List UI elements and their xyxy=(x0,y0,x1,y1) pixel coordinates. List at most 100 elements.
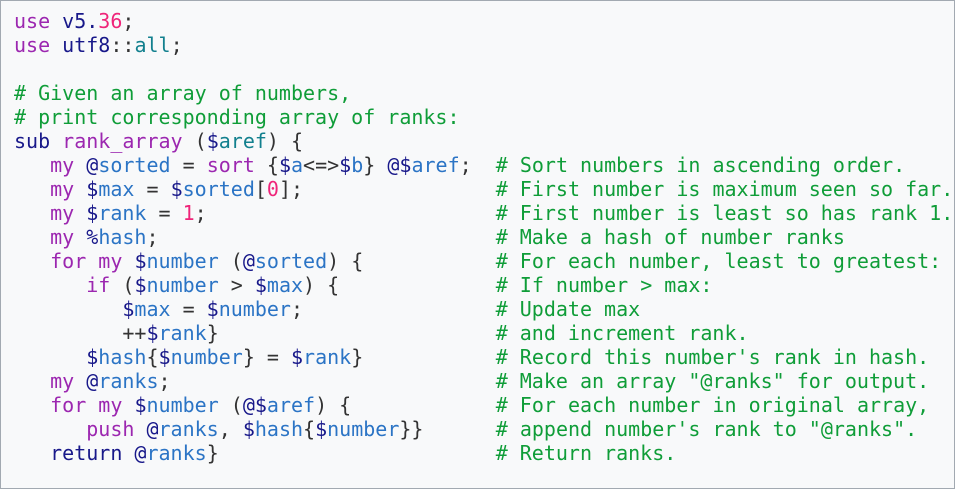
code-token: ; xyxy=(170,33,183,57)
code-token: hash xyxy=(98,225,147,249)
code-token xyxy=(14,177,50,201)
code-token: # Make a hash of number ranks xyxy=(495,225,845,249)
code-token: number xyxy=(146,273,219,297)
code-token: $ xyxy=(278,153,291,177)
code-token xyxy=(303,297,496,321)
code-token: # If number > max: xyxy=(495,273,713,297)
code-token: { xyxy=(146,345,159,369)
code-token: my xyxy=(98,393,123,417)
code-token: number xyxy=(146,249,219,273)
code-token xyxy=(14,345,86,369)
code-token: ( xyxy=(218,393,243,417)
code-token xyxy=(74,369,86,393)
code-token: # First number is maximum seen so far. xyxy=(495,177,954,201)
code-token: :: xyxy=(110,33,135,57)
code-token: 0 xyxy=(266,177,279,201)
code-token: @ xyxy=(134,441,147,465)
code-token: rank xyxy=(158,321,207,345)
code-token: @ xyxy=(242,249,255,273)
code-token: aref xyxy=(266,393,316,417)
code-line: # print corresponding array of ranks: xyxy=(14,105,954,129)
code-token: my xyxy=(50,225,75,249)
code-token: } = xyxy=(242,345,291,369)
code-token: $ xyxy=(206,129,219,153)
code-token xyxy=(14,417,86,441)
code-token xyxy=(122,393,134,417)
code-token: = xyxy=(170,297,207,321)
code-token xyxy=(50,33,62,57)
code-token xyxy=(74,177,86,201)
code-line: for my $number (@$aref) { # For each num… xyxy=(14,393,954,417)
code-token: ; xyxy=(291,177,304,201)
code-token: = xyxy=(170,153,207,177)
code-token: max xyxy=(98,177,135,201)
code-token: ] xyxy=(278,177,291,201)
code-token: $ xyxy=(254,273,267,297)
code-line: use utf8::all; xyxy=(14,33,954,57)
code-token: ( xyxy=(218,249,243,273)
code-token xyxy=(351,393,496,417)
code-token: push xyxy=(86,417,135,441)
code-token: @ xyxy=(86,369,99,393)
code-token: ; xyxy=(459,153,472,177)
code-token xyxy=(14,153,50,177)
code-token: $ xyxy=(158,345,171,369)
code-token xyxy=(14,369,50,393)
code-token: [ xyxy=(254,177,267,201)
code-token xyxy=(74,153,86,177)
code-token xyxy=(219,321,496,345)
code-token: hash xyxy=(98,345,147,369)
code-token: # Record this number's rank in hash. xyxy=(495,345,930,369)
code-token: # print corresponding array of ranks: xyxy=(14,105,460,129)
code-token: $ xyxy=(134,393,147,417)
code-token: my xyxy=(50,177,75,201)
code-token: # Given an array of numbers, xyxy=(14,81,352,105)
code-token: 36 xyxy=(98,9,123,33)
code-token: sorted xyxy=(182,177,255,201)
code-token: my xyxy=(50,201,75,225)
code-token: { xyxy=(254,153,279,177)
code-token: number xyxy=(170,345,243,369)
code-token: > xyxy=(218,273,255,297)
code-token: ) { xyxy=(315,393,352,417)
code-token: ( xyxy=(110,273,135,297)
code-token xyxy=(74,225,86,249)
code-token: sorted xyxy=(98,153,171,177)
code-token: ; xyxy=(158,369,171,393)
code-token: <=> xyxy=(303,153,340,177)
code-token: ++ xyxy=(122,321,147,345)
code-token xyxy=(472,153,496,177)
code-token: = xyxy=(146,201,183,225)
code-token: } xyxy=(206,321,219,345)
code-block: use v5.36;use utf8::all; # Given an arra… xyxy=(1,1,954,465)
code-token: max xyxy=(134,297,171,321)
code-token xyxy=(14,297,122,321)
code-token xyxy=(219,441,496,465)
code-token: ( xyxy=(182,129,207,153)
code-line: my $rank = 1; # First number is least so… xyxy=(14,201,954,225)
code-line: return @ranks} # Return ranks. xyxy=(14,441,954,465)
code-token: my xyxy=(50,153,75,177)
code-token: # and increment rank. xyxy=(495,321,749,345)
code-token xyxy=(14,441,50,465)
code-token xyxy=(50,9,62,33)
code-token xyxy=(134,417,146,441)
code-token: # Sort numbers in ascending order. xyxy=(495,153,906,177)
code-token: # append number's rank to "@ranks". xyxy=(495,417,918,441)
code-token: $ xyxy=(134,249,147,273)
code-line: sub rank_array ($aref) { xyxy=(14,129,954,153)
code-token: }} xyxy=(399,417,424,441)
code-token xyxy=(159,225,496,249)
code-token: $ xyxy=(339,153,352,177)
code-token xyxy=(122,441,134,465)
code-token: for xyxy=(50,249,87,273)
code-token xyxy=(14,273,86,297)
code-token: number xyxy=(146,393,219,417)
code-token: # Return ranks. xyxy=(495,441,677,465)
code-token xyxy=(303,177,496,201)
code-token: # For each number in original array, xyxy=(495,393,930,417)
code-token: sub xyxy=(14,129,51,153)
code-token: return xyxy=(50,441,123,465)
code-token xyxy=(207,201,496,225)
